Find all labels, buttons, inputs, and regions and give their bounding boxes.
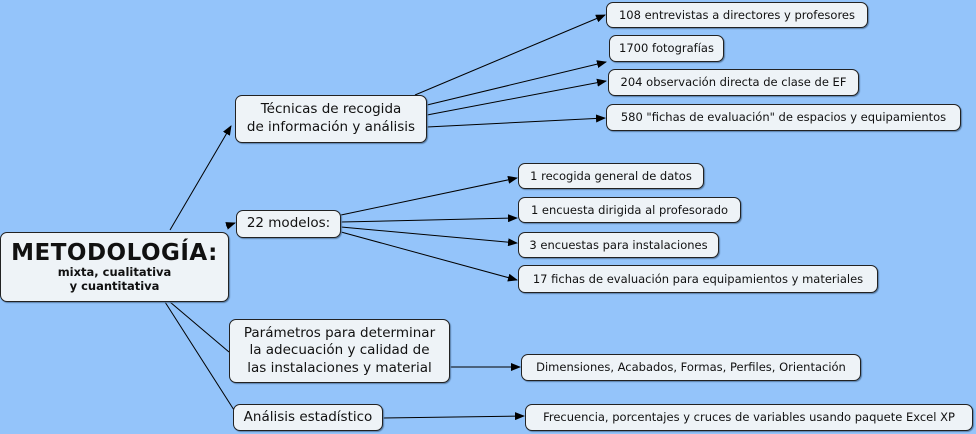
link-main-tecnicas (169, 125, 232, 231)
leaf-node[interactable]: 204 observación directa de clase de EF (608, 69, 859, 96)
label: 1 encuesta dirigida al profesorado (530, 202, 729, 217)
label: 580 "fichas de evaluación" de espacios y… (620, 110, 947, 125)
label: la adecuación y calidad de (249, 342, 430, 359)
leaf-node[interactable]: 580 "fichas de evaluación" de espacios y… (606, 104, 961, 131)
label: Análisis estadístico (243, 408, 373, 425)
label: 1700 fotografías (619, 41, 714, 56)
label: Frecuencia, porcentajes y cruces de vari… (543, 410, 955, 425)
label: 3 encuestas para instalaciones (529, 237, 708, 252)
parametros-node[interactable]: Parámetros para determinar la adecuación… (229, 319, 450, 383)
leaf-node[interactable]: 108 entrevistas a directores y profesore… (606, 2, 868, 28)
label: 22 modelos: (246, 215, 331, 232)
main-subtitle-1: mixta, cualitativa (57, 264, 172, 279)
leaf-node[interactable]: 1 recogida general de datos (518, 163, 704, 189)
tecnicas-node[interactable]: Técnicas de recogida de información y an… (235, 95, 427, 143)
link-main-parametros (169, 301, 230, 353)
main-subtitle-2: y cuantitativa (69, 279, 160, 294)
link-main-analisis (164, 301, 235, 411)
link-main-modelos (225, 222, 236, 230)
leaf-node[interactable]: Dimensiones, Acabados, Formas, Perfiles,… (521, 354, 861, 381)
label: las instalaciones y material (247, 359, 432, 376)
label: 204 observación directa de clase de EF (620, 75, 847, 90)
label: 108 entrevistas a directores y profesore… (618, 7, 855, 22)
analisis-node[interactable]: Análisis estadístico (233, 404, 383, 431)
leaf-node[interactable]: 1 encuesta dirigida al profesorado (518, 197, 741, 223)
leaf-node[interactable]: 17 fichas de evaluación para equipamient… (518, 265, 878, 293)
leaf-node[interactable]: 1700 fotografías (609, 35, 724, 62)
main-concept-node[interactable]: METODOLOGÍA: mixta, cualitativa y cuanti… (0, 232, 229, 302)
leaf-node[interactable]: 3 encuestas para instalaciones (518, 232, 719, 258)
label: 1 recogida general de datos (530, 168, 692, 183)
label: Técnicas de recogida (260, 101, 402, 118)
main-title: METODOLOGÍA: (11, 239, 218, 266)
leaf-node[interactable]: Frecuencia, porcentajes y cruces de vari… (525, 404, 973, 431)
label: Parámetros para determinar (243, 324, 436, 341)
label: 17 fichas de evaluación para equipamient… (532, 271, 864, 286)
modelos-node[interactable]: 22 modelos: (236, 210, 341, 238)
label: de información y análisis (246, 119, 416, 135)
label: Dimensiones, Acabados, Formas, Perfiles,… (536, 360, 846, 375)
